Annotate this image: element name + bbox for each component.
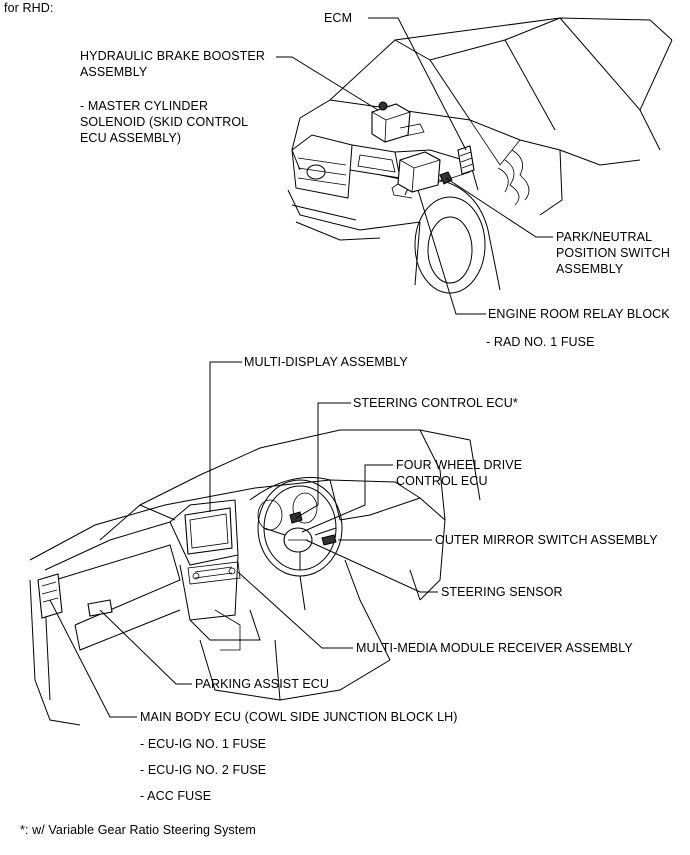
main-body-ecu-label: MAIN BODY ECU (COWL SIDE JUNCTION BLOCK …	[140, 710, 458, 724]
multi-media-receiver-label: MULTI-MEDIA MODULE RECEIVER ASSEMBLY	[356, 641, 633, 655]
footnote: *: w/ Variable Gear Ratio Steering Syste…	[20, 823, 256, 837]
park-neutral-switch-label: PARK/NEUTRAL POSITION SWITCH ASSEMBLY	[556, 230, 670, 276]
page-title: for RHD:	[4, 1, 54, 15]
master-cylinder-label: - MASTER CYLINDER SOLENOID (SKID CONTROL…	[80, 99, 249, 145]
ecu-ig2-fuse-label: - ECU-IG NO. 2 FUSE	[140, 763, 267, 777]
ecm-label: ECM	[324, 11, 353, 25]
dashboard-illustration	[29, 429, 481, 726]
brake-booster-part	[371, 101, 425, 143]
relay-block-part	[391, 151, 441, 199]
parking-assist-ecu-label: PARKING ASSIST ECU	[195, 677, 330, 691]
brake-booster-label: HYDRAULIC BRAKE BOOSTER ASSEMBLY	[80, 49, 265, 79]
multi-display-label: MULTI-DISPLAY ASSEMBLY	[244, 355, 408, 369]
vehicle-front-illustration	[287, 17, 673, 294]
four-wheel-drive-ecu-label: FOUR WHEEL DRIVE CONTROL ECU	[396, 458, 523, 488]
ecm-part	[457, 145, 475, 175]
steering-sensor-label: STEERING SENSOR	[441, 585, 563, 599]
acc-fuse-label: - ACC FUSE	[140, 789, 212, 803]
engine-leader-lines	[276, 17, 553, 315]
outer-mirror-switch-label: OUTER MIRROR SWITCH ASSEMBLY	[435, 533, 658, 547]
relay-block-label: ENGINE ROOM RELAY BLOCK	[488, 307, 670, 321]
steering-control-ecu-label: STEERING CONTROL ECU*	[353, 396, 518, 410]
cabin-leader-lines	[49, 361, 438, 718]
rad-fuse-label: - RAD NO. 1 FUSE	[486, 335, 595, 349]
ecu-ig1-fuse-label: - ECU-IG NO. 1 FUSE	[140, 737, 267, 751]
